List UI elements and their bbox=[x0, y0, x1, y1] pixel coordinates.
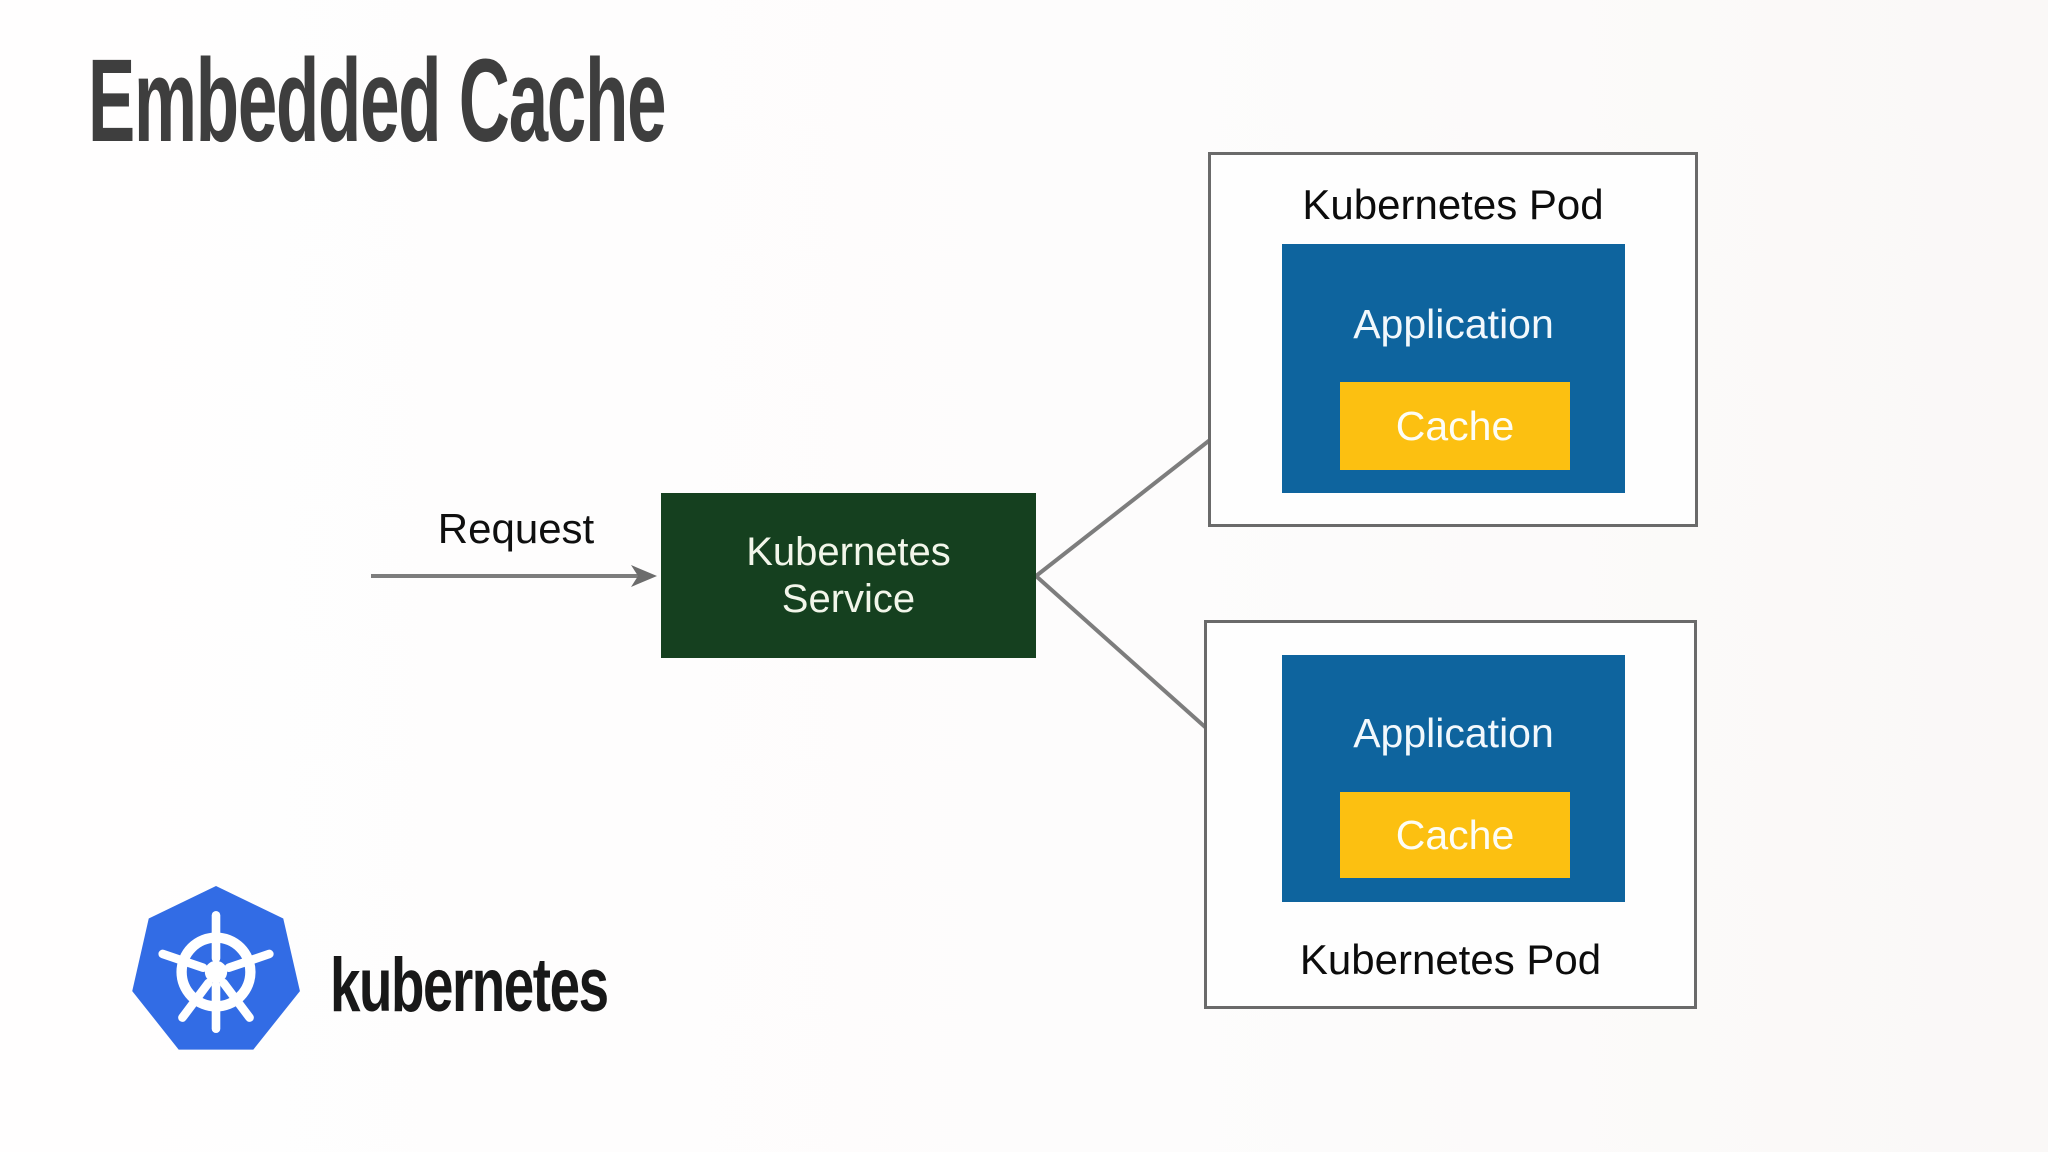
cache-box: Cache bbox=[1340, 792, 1570, 878]
pod-label: Kubernetes Pod bbox=[1302, 181, 1604, 228]
application-label: Application bbox=[1353, 710, 1554, 756]
cache-label: Cache bbox=[1395, 811, 1515, 858]
kubernetes-pod-top: Kubernetes Pod Application Cache bbox=[1208, 152, 1698, 527]
page-title: Embedded Cache bbox=[88, 35, 666, 167]
kubernetes-service-box: Kubernetes Service bbox=[661, 493, 1036, 658]
kubernetes-wordmark: kubernetes bbox=[330, 943, 609, 1028]
kubernetes-logo: kubernetes bbox=[130, 886, 690, 1086]
kubernetes-service-label: Kubernetes Service bbox=[746, 529, 951, 621]
kubernetes-pod-bottom: Application Cache Kubernetes Pod bbox=[1204, 620, 1697, 1009]
application-box: Application Cache bbox=[1282, 655, 1625, 902]
request-arrow-label: Request bbox=[437, 505, 595, 552]
application-box: Application Cache bbox=[1282, 244, 1625, 493]
kubernetes-helm-icon bbox=[132, 886, 300, 1050]
cache-label: Cache bbox=[1395, 402, 1515, 449]
pod-label: Kubernetes Pod bbox=[1299, 936, 1602, 983]
cache-box: Cache bbox=[1340, 382, 1570, 470]
application-label: Application bbox=[1353, 301, 1554, 347]
